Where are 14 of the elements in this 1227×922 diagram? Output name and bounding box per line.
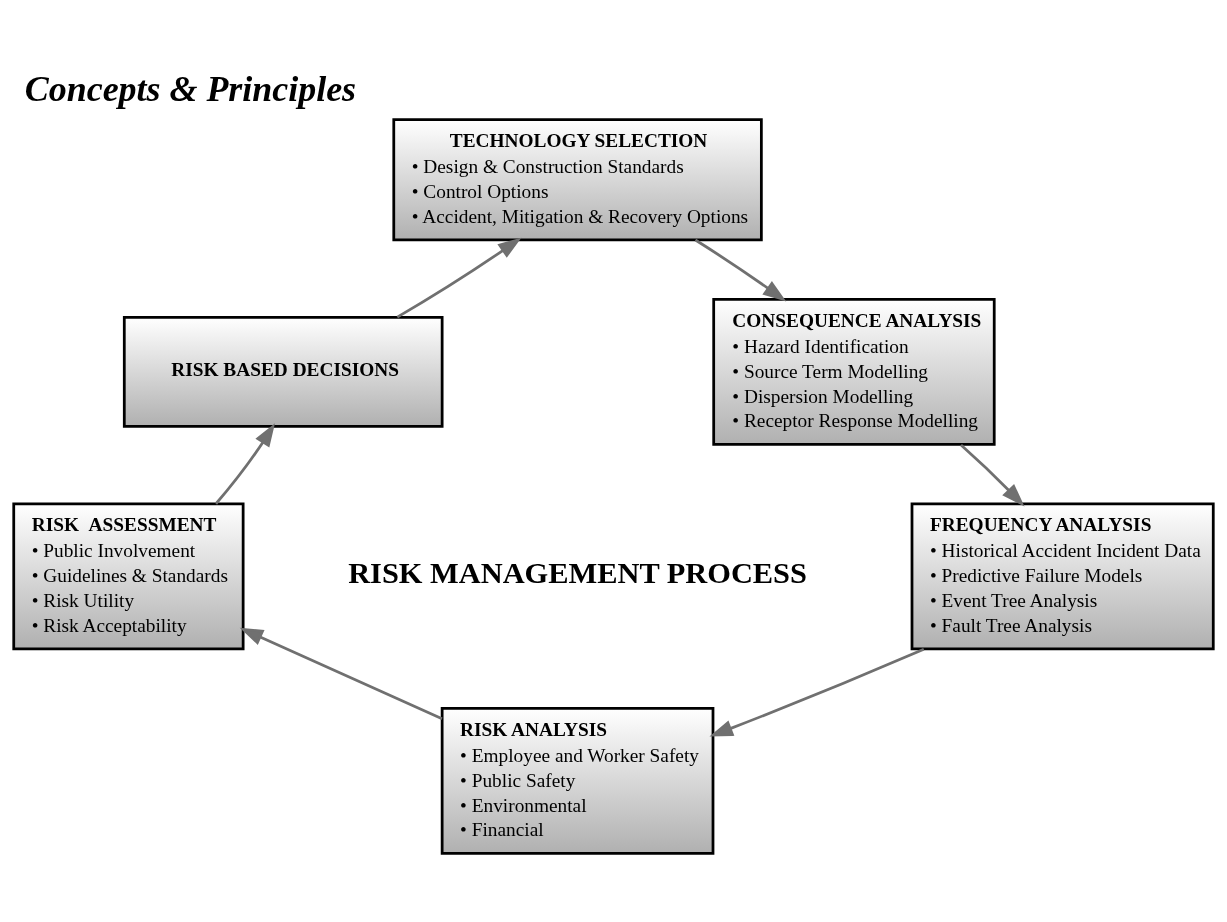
label: RISK MANAGEMENT PROCESS (348, 555, 807, 590)
node-box: RISK ASSESSMENT • Public Involvement • Guidelines & Standards • Risk Utility • Risk Acceptability (12, 502, 245, 651)
arrow (396, 237, 522, 319)
arrow (960, 443, 1025, 507)
diagram-title: Concepts & Principles (24, 69, 357, 110)
node-box: TECHNOLOGY SELECTION • Design & Construction Standards • Control Options • Accident, Mitigation & Recovery Options (392, 118, 763, 242)
node-box: RISK BASED DECISIONS (122, 315, 444, 428)
arrow (214, 423, 275, 505)
node-box: CONSEQUENCE ANALYSIS • Hazard Identification • Source Term Modelling • Dispersion Modelling • Receptor Response Modelling (712, 297, 996, 446)
node-box: FREQUENCY ANALYSIS • Historical Accident Incident Data • Predictive Failure Models • Event Tree Analysis • Fault Tree Analysis (910, 502, 1215, 651)
arrow (239, 627, 443, 720)
arrow (694, 238, 787, 302)
node-box: RISK ANALYSIS • Employee and Worker Safety • Public Safety • Environmental • Financial (440, 707, 715, 855)
arrow (709, 647, 925, 737)
